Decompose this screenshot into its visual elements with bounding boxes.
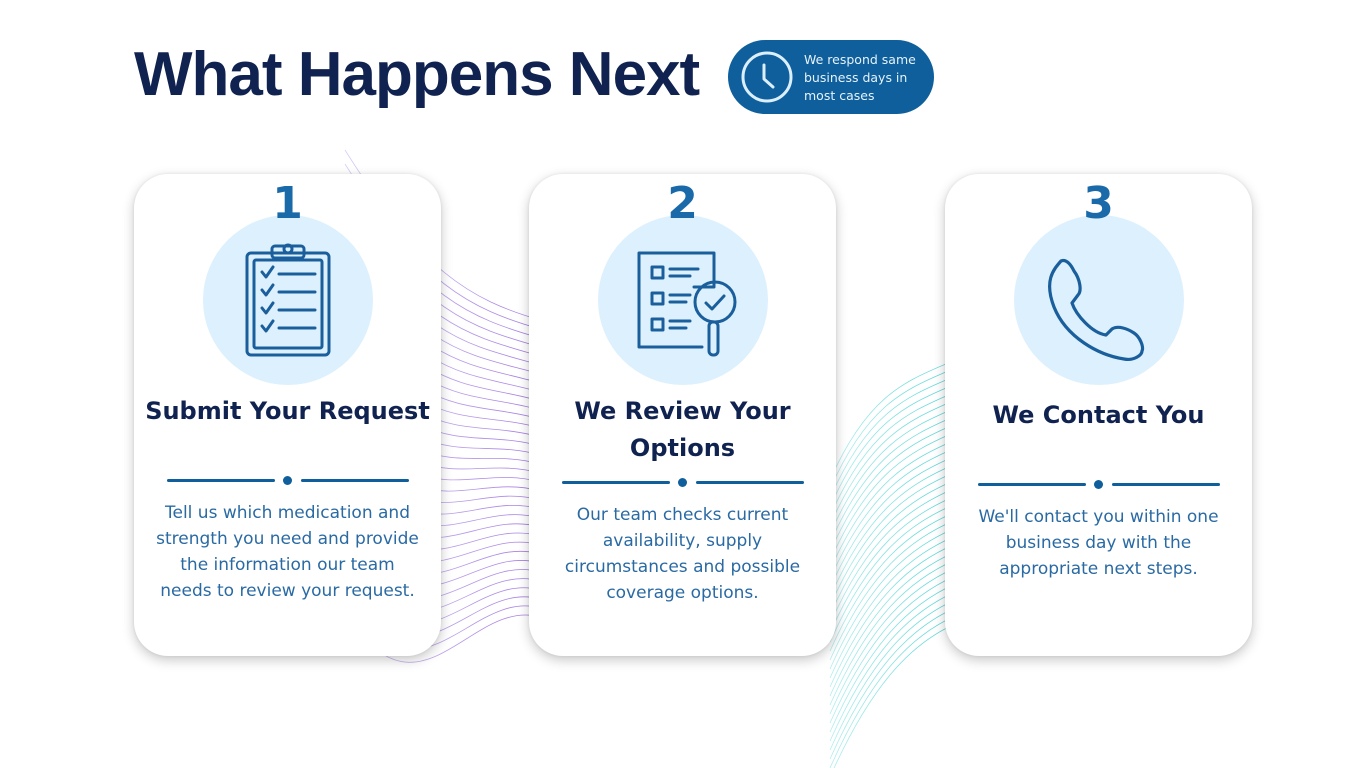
step-description: Tell us which medication and strength yo… [156, 503, 419, 601]
page-title: What Happens Next [134, 40, 700, 109]
document-search-icon [637, 251, 737, 357]
step-description: We'll contact you within one business da… [978, 507, 1219, 579]
step-card-submit-request: 1 Submit Your Request Tell us which medi… [134, 174, 441, 656]
step-description: Our team checks current availability, su… [564, 505, 801, 603]
step-title: We Contact You [992, 401, 1205, 429]
step-title: We Review Your Options [574, 397, 791, 462]
title-divider [978, 479, 1220, 489]
clipboard-checklist-icon [245, 243, 331, 357]
step-number: 1 [272, 178, 303, 229]
step-number: 3 [1083, 178, 1114, 229]
title-divider [167, 475, 409, 485]
icon-circle [598, 215, 768, 385]
response-time-badge: We respond same business days in most ca… [728, 40, 934, 114]
badge-text: We respond same business days in most ca… [804, 52, 916, 103]
phone-icon [1048, 258, 1145, 361]
step-number: 2 [667, 178, 698, 229]
title-divider [562, 477, 804, 487]
step-card-review-options: 2 We Review Your Options Our team checks… [529, 174, 836, 656]
clock-icon [741, 51, 793, 103]
icon-circle [203, 215, 373, 385]
icon-circle [1014, 215, 1184, 385]
step-card-contact-you: 3 We Contact You We'll contact you withi… [945, 174, 1252, 656]
step-title: Submit Your Request [145, 397, 430, 425]
